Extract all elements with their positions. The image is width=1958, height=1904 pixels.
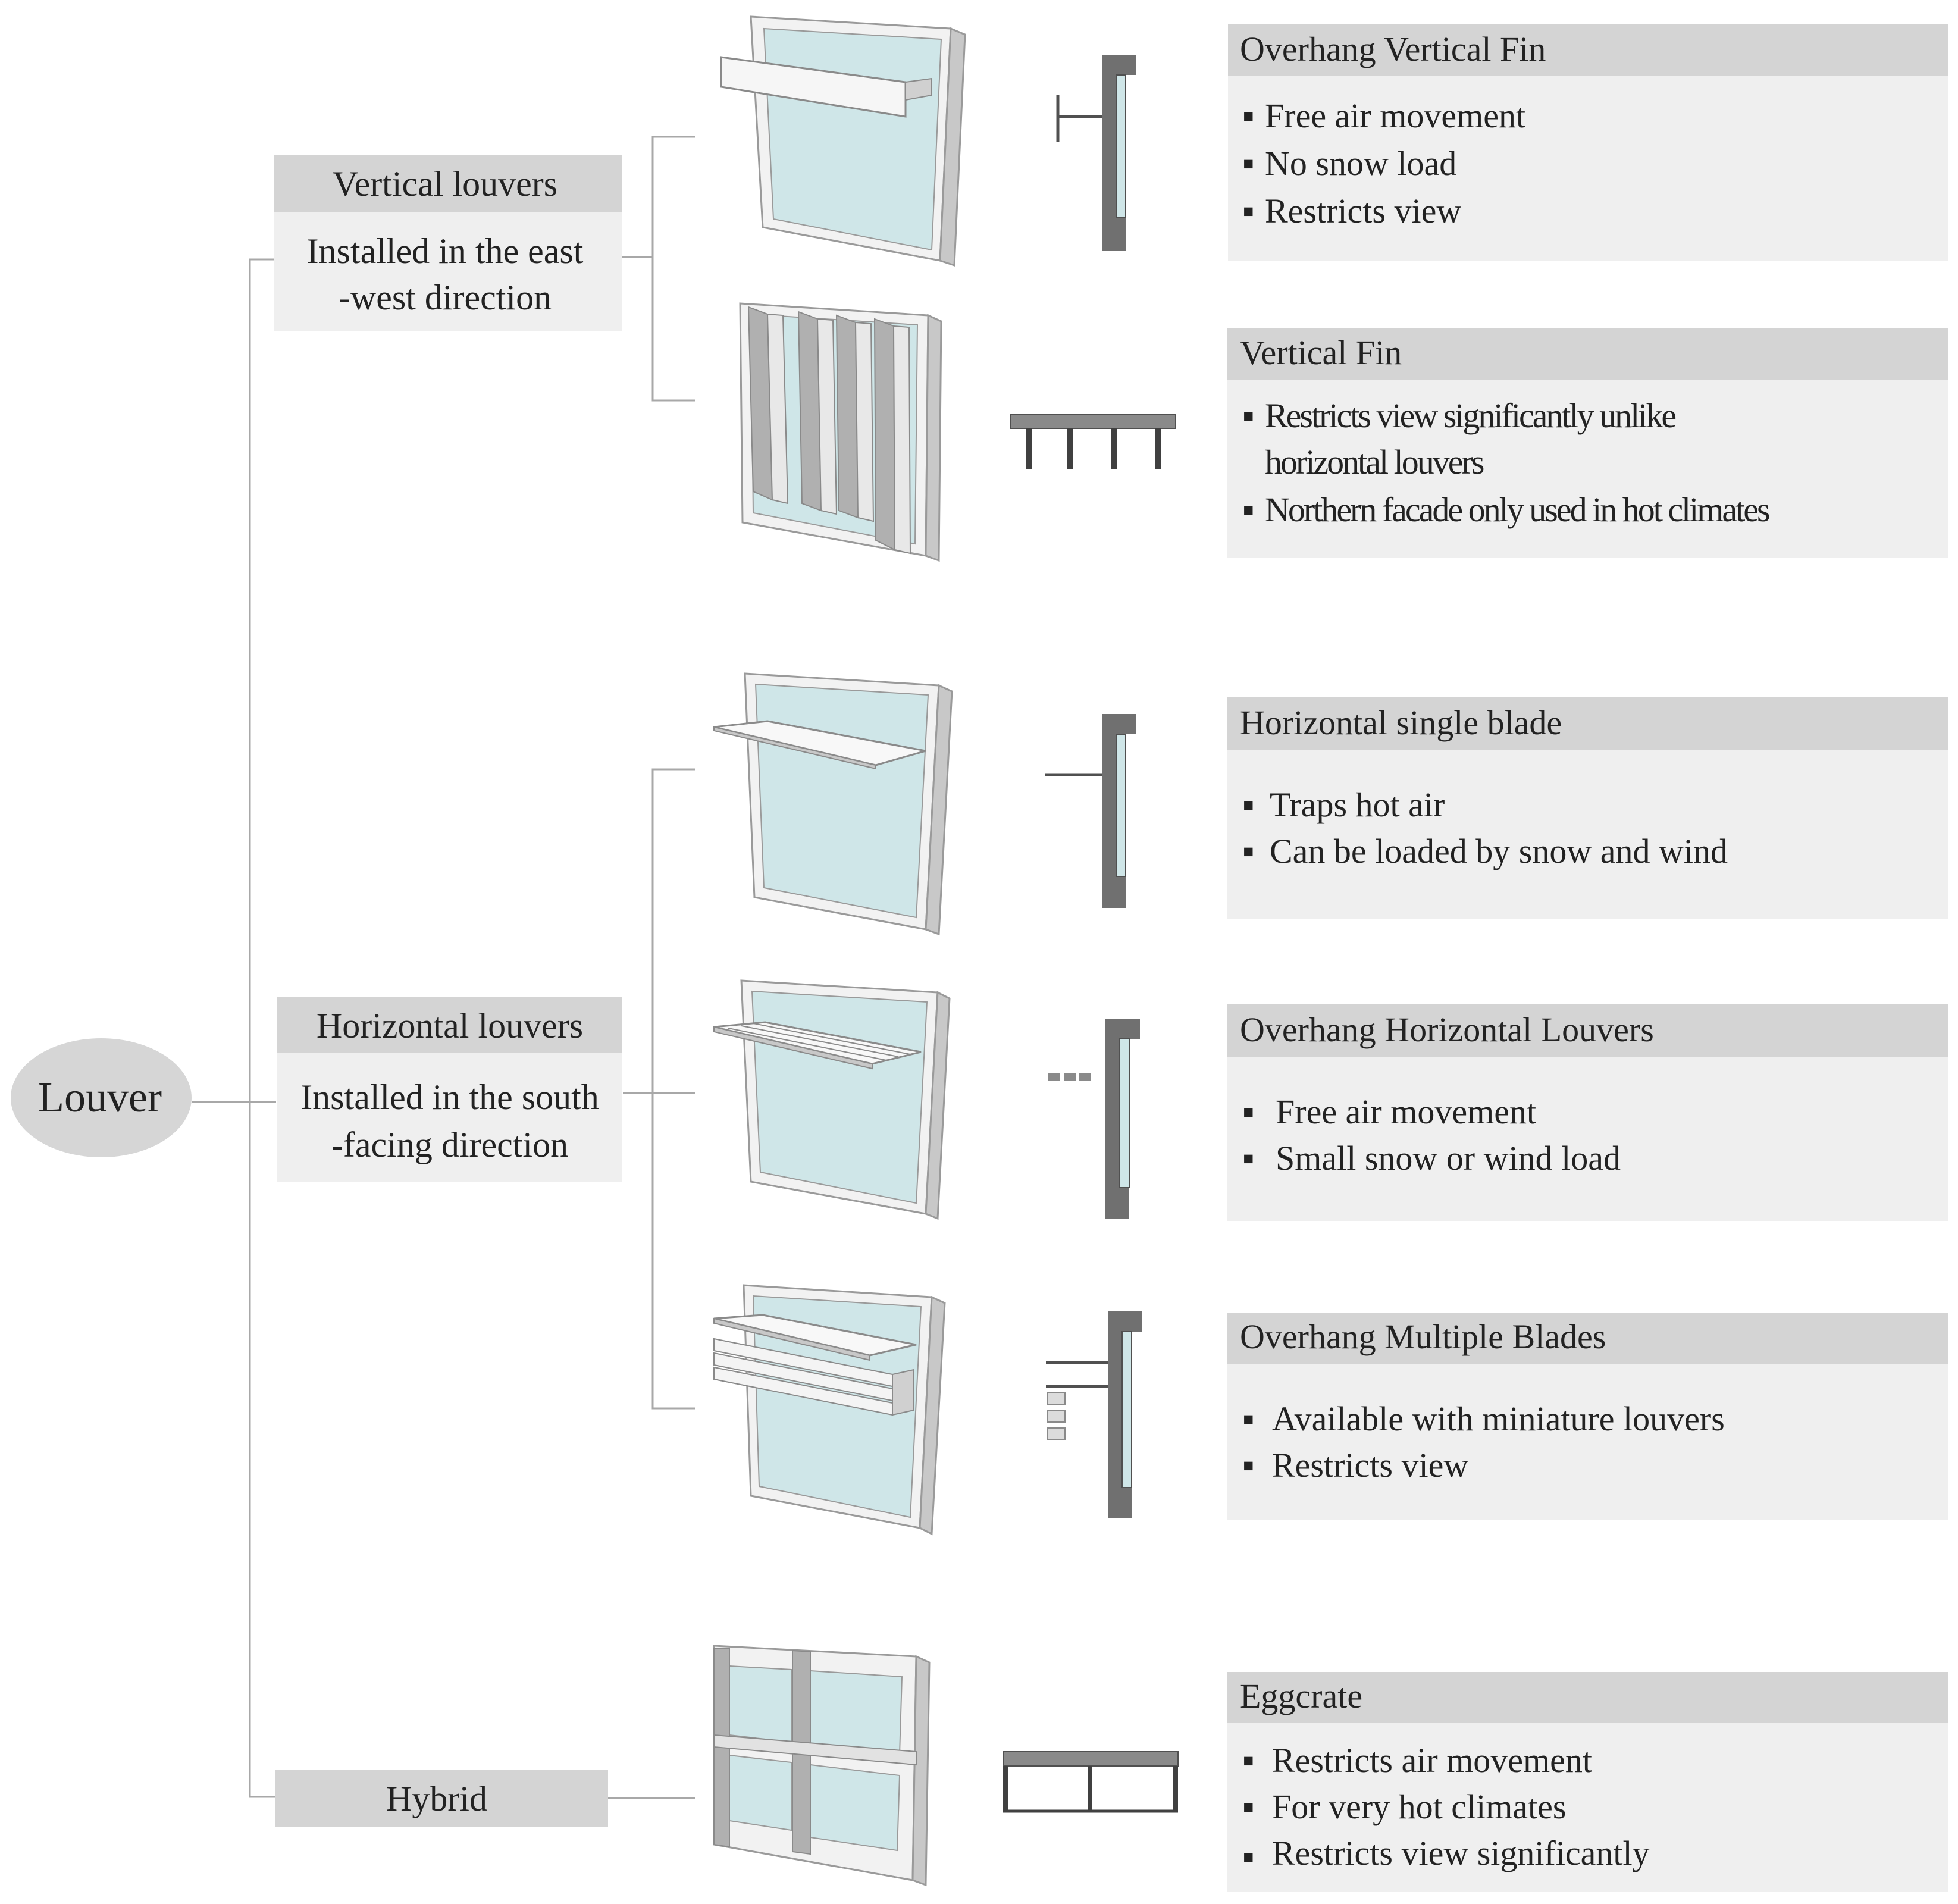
category-desc-line: Installed in the east <box>307 231 584 271</box>
bullet-marker: ▪ <box>1242 1787 1255 1826</box>
bullet-marker: ▪ <box>1242 1139 1255 1178</box>
type-box-horizontal-single-blade: Horizontal single blade ▪ Traps hot air … <box>1227 697 1948 919</box>
bullet-text: horizontal louvers <box>1265 443 1484 481</box>
type-box-overhang-vertical-fin: Overhang Vertical Fin ▪ Free air movemen… <box>1228 24 1948 261</box>
bullet-text: Restricts air movement <box>1272 1741 1592 1780</box>
bullet-text: No snow load <box>1265 144 1456 183</box>
window-illustration-overhang-multiple-blades <box>713 1284 946 1536</box>
bullet-marker: ▪ <box>1242 1837 1255 1876</box>
type-title: Overhang Vertical Fin <box>1240 30 1546 68</box>
category-desc-line: -facing direction <box>331 1125 568 1164</box>
section-diagram-overhang-vertical-fin <box>1056 55 1136 251</box>
bullet-marker: ▪ <box>1242 396 1255 435</box>
bullet-marker: ▪ <box>1242 1741 1255 1780</box>
bullet-text: Restricts view <box>1272 1446 1468 1485</box>
bullet-text: Can be loaded by snow and wind <box>1270 832 1728 870</box>
type-title: Vertical Fin <box>1240 333 1402 372</box>
category-desc-line: Installed in the south <box>300 1078 599 1117</box>
bullet-text: Free air movement <box>1265 96 1525 135</box>
type-title: Overhang Horizontal Louvers <box>1240 1010 1654 1049</box>
type-box-vertical-fin: Vertical Fin ▪ Restricts view significan… <box>1227 328 1948 558</box>
bullet-marker: ▪ <box>1242 785 1255 824</box>
category-hybrid: Hybrid <box>275 1770 608 1827</box>
section-diagram-vertical-fin <box>1010 414 1176 469</box>
window-illustration-overhang-vertical-fin <box>720 15 966 267</box>
section-diagram-overhang-horizontal-louvers <box>1048 1019 1140 1219</box>
bullet-marker: ▪ <box>1242 1446 1255 1485</box>
bullet-marker: ▪ <box>1242 192 1255 230</box>
window-illustration-eggcrate <box>713 1645 931 1887</box>
section-diagram-horizontal-single-blade <box>1045 714 1136 908</box>
category-title: Hybrid <box>386 1779 487 1818</box>
bullet-text: Restricts view <box>1265 192 1461 230</box>
connector-lines <box>192 136 695 1799</box>
bullet-marker: ▪ <box>1242 1399 1255 1438</box>
section-diagram-overhang-multiple-blades <box>1046 1311 1142 1518</box>
window-illustration-overhang-horizontal-louvers <box>713 979 951 1220</box>
bullet-text: Free air movement <box>1276 1092 1536 1131</box>
category-vertical-louvers: Vertical louvers Installed in the east -… <box>274 155 622 331</box>
type-box-eggcrate: Eggcrate ▪ Restricts air movement ▪ For … <box>1227 1672 1948 1892</box>
type-title: Overhang Multiple Blades <box>1240 1317 1606 1356</box>
bullet-text: Northern facade only used in hot climate… <box>1265 490 1769 529</box>
bullet-text: For very hot climates <box>1272 1787 1567 1826</box>
category-title: Vertical louvers <box>333 164 557 203</box>
category-title: Horizontal louvers <box>317 1006 583 1045</box>
bullet-text: Small snow or wind load <box>1276 1139 1621 1178</box>
bullet-marker: ▪ <box>1242 144 1255 183</box>
type-box-overhang-horizontal-louvers: Overhang Horizontal Louvers ▪ Free air m… <box>1227 1004 1948 1221</box>
section-diagram-eggcrate <box>1003 1751 1179 1813</box>
bullet-marker: ▪ <box>1242 490 1255 529</box>
bullet-text: Traps hot air <box>1270 785 1445 824</box>
bullet-marker: ▪ <box>1242 1092 1255 1131</box>
bullet-marker: ▪ <box>1242 96 1255 135</box>
root-node: Louver <box>11 1038 192 1157</box>
category-desc-line: -west direction <box>339 278 552 317</box>
type-title: Horizontal single blade <box>1240 703 1562 742</box>
bullet-text: Restricts view significantly unlike <box>1265 396 1675 435</box>
category-horizontal-louvers: Horizontal louvers Installed in the sout… <box>277 997 622 1182</box>
bullet-marker: ▪ <box>1242 832 1255 870</box>
root-label: Louver <box>38 1073 162 1121</box>
type-title: Eggcrate <box>1240 1677 1362 1715</box>
bullet-text: Restricts view significantly <box>1272 1834 1650 1872</box>
window-illustration-horizontal-single-blade <box>713 672 953 936</box>
type-box-overhang-multiple-blades: Overhang Multiple Blades ▪ Available wit… <box>1227 1313 1948 1520</box>
bullet-text: Available with miniature louvers <box>1272 1399 1725 1438</box>
window-illustration-vertical-fin <box>739 302 942 562</box>
